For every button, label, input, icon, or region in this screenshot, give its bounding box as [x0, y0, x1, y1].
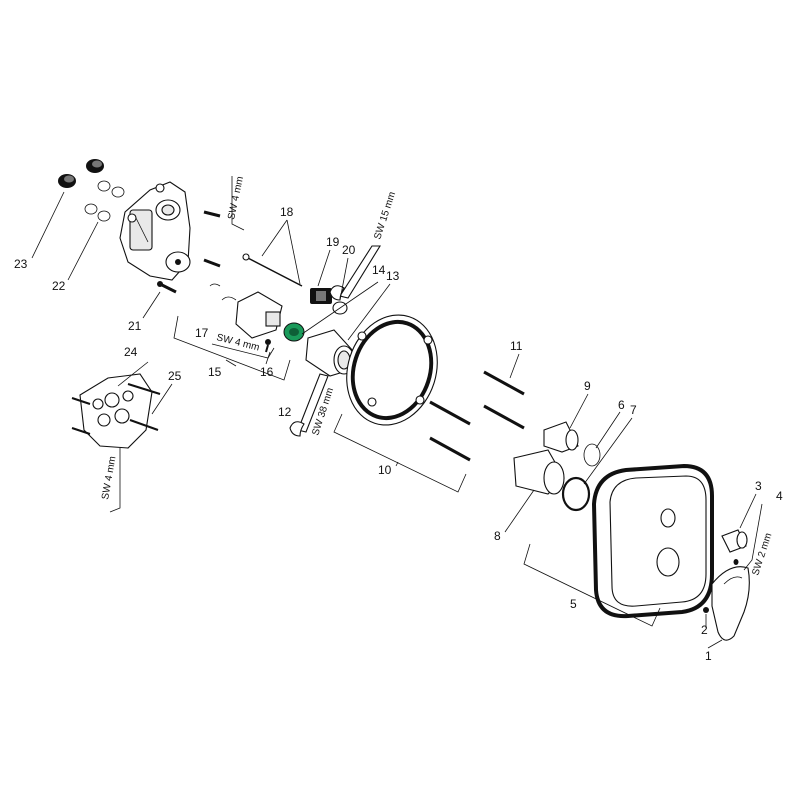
tool-label-sw4-top: SW 4 mm	[226, 175, 246, 220]
group-brackets	[173, 315, 661, 627]
part-2-grub-screw	[703, 607, 709, 613]
leader-lines	[31, 191, 763, 649]
part-9-sleeve	[543, 421, 579, 453]
allen-key-low-icon	[109, 448, 121, 513]
part-10-cover-plate	[346, 314, 438, 426]
callout-23: 23	[14, 257, 28, 271]
part-7-o-ring	[561, 476, 591, 512]
callout-12: 12	[278, 405, 292, 419]
part-25-screws	[71, 383, 161, 435]
part-24-mounting-bracket	[79, 373, 153, 449]
callout-14: 14	[372, 263, 386, 277]
part-8-sleeve	[513, 449, 565, 495]
callout-20: 20	[342, 243, 356, 257]
allen-key-top-icon	[231, 176, 245, 231]
part-4-pin	[733, 559, 739, 565]
part-3-cap	[721, 529, 748, 553]
callout-9: 9	[584, 379, 591, 393]
callout-24: 24	[124, 345, 138, 359]
callout-25: 25	[168, 369, 182, 383]
callout-10: 10	[378, 463, 392, 477]
callout-19: 19	[326, 235, 340, 249]
part-21-screw	[157, 281, 177, 294]
callout-3: 3	[755, 479, 762, 493]
callout-2: 2	[701, 623, 708, 637]
tool-label-sw15: SW 15 mm	[372, 190, 398, 240]
part-1-lever-handle	[711, 566, 750, 641]
small-screw-top	[203, 210, 221, 218]
tool-label-sw4-low: SW 4 mm	[100, 455, 118, 500]
callout-13: 13	[386, 269, 400, 283]
part-18-pin	[242, 253, 303, 287]
part-16-screw	[265, 339, 271, 353]
part-22-o-rings	[84, 180, 125, 222]
green-seal-ring	[283, 322, 305, 342]
callout-11: 11	[510, 339, 523, 353]
small-screw-mid	[203, 258, 221, 268]
tool-label-sw2: SW 2 mm	[750, 532, 774, 577]
callout-18: 18	[280, 205, 294, 219]
callout-8: 8	[494, 529, 501, 543]
valve-body	[119, 181, 191, 281]
callout-16: 16	[260, 365, 274, 379]
part-11-long-screws	[429, 370, 525, 462]
callout-4: 4	[776, 489, 783, 503]
part-23-end-caps	[58, 159, 104, 188]
wrench-sw15-icon	[329, 245, 381, 301]
callout-15: 15	[208, 365, 222, 379]
callout-1: 1	[705, 649, 712, 663]
part-6-o-ring	[583, 443, 601, 467]
callout-5: 5	[570, 597, 577, 611]
part-19-spindle	[310, 288, 332, 304]
part-5-escutcheon	[591, 463, 714, 619]
callout-labels: 1 2 3 4 5 6 7 8 9 10 11 12 13 14 15 16 1…	[14, 205, 783, 663]
callout-7: 7	[630, 403, 637, 417]
wrench-sw38-icon	[289, 373, 329, 437]
callout-17: 17	[195, 326, 209, 340]
callout-22: 22	[52, 279, 66, 293]
part-17-cartridge	[209, 283, 283, 339]
callout-21: 21	[128, 319, 142, 333]
callout-6: 6	[618, 398, 625, 412]
